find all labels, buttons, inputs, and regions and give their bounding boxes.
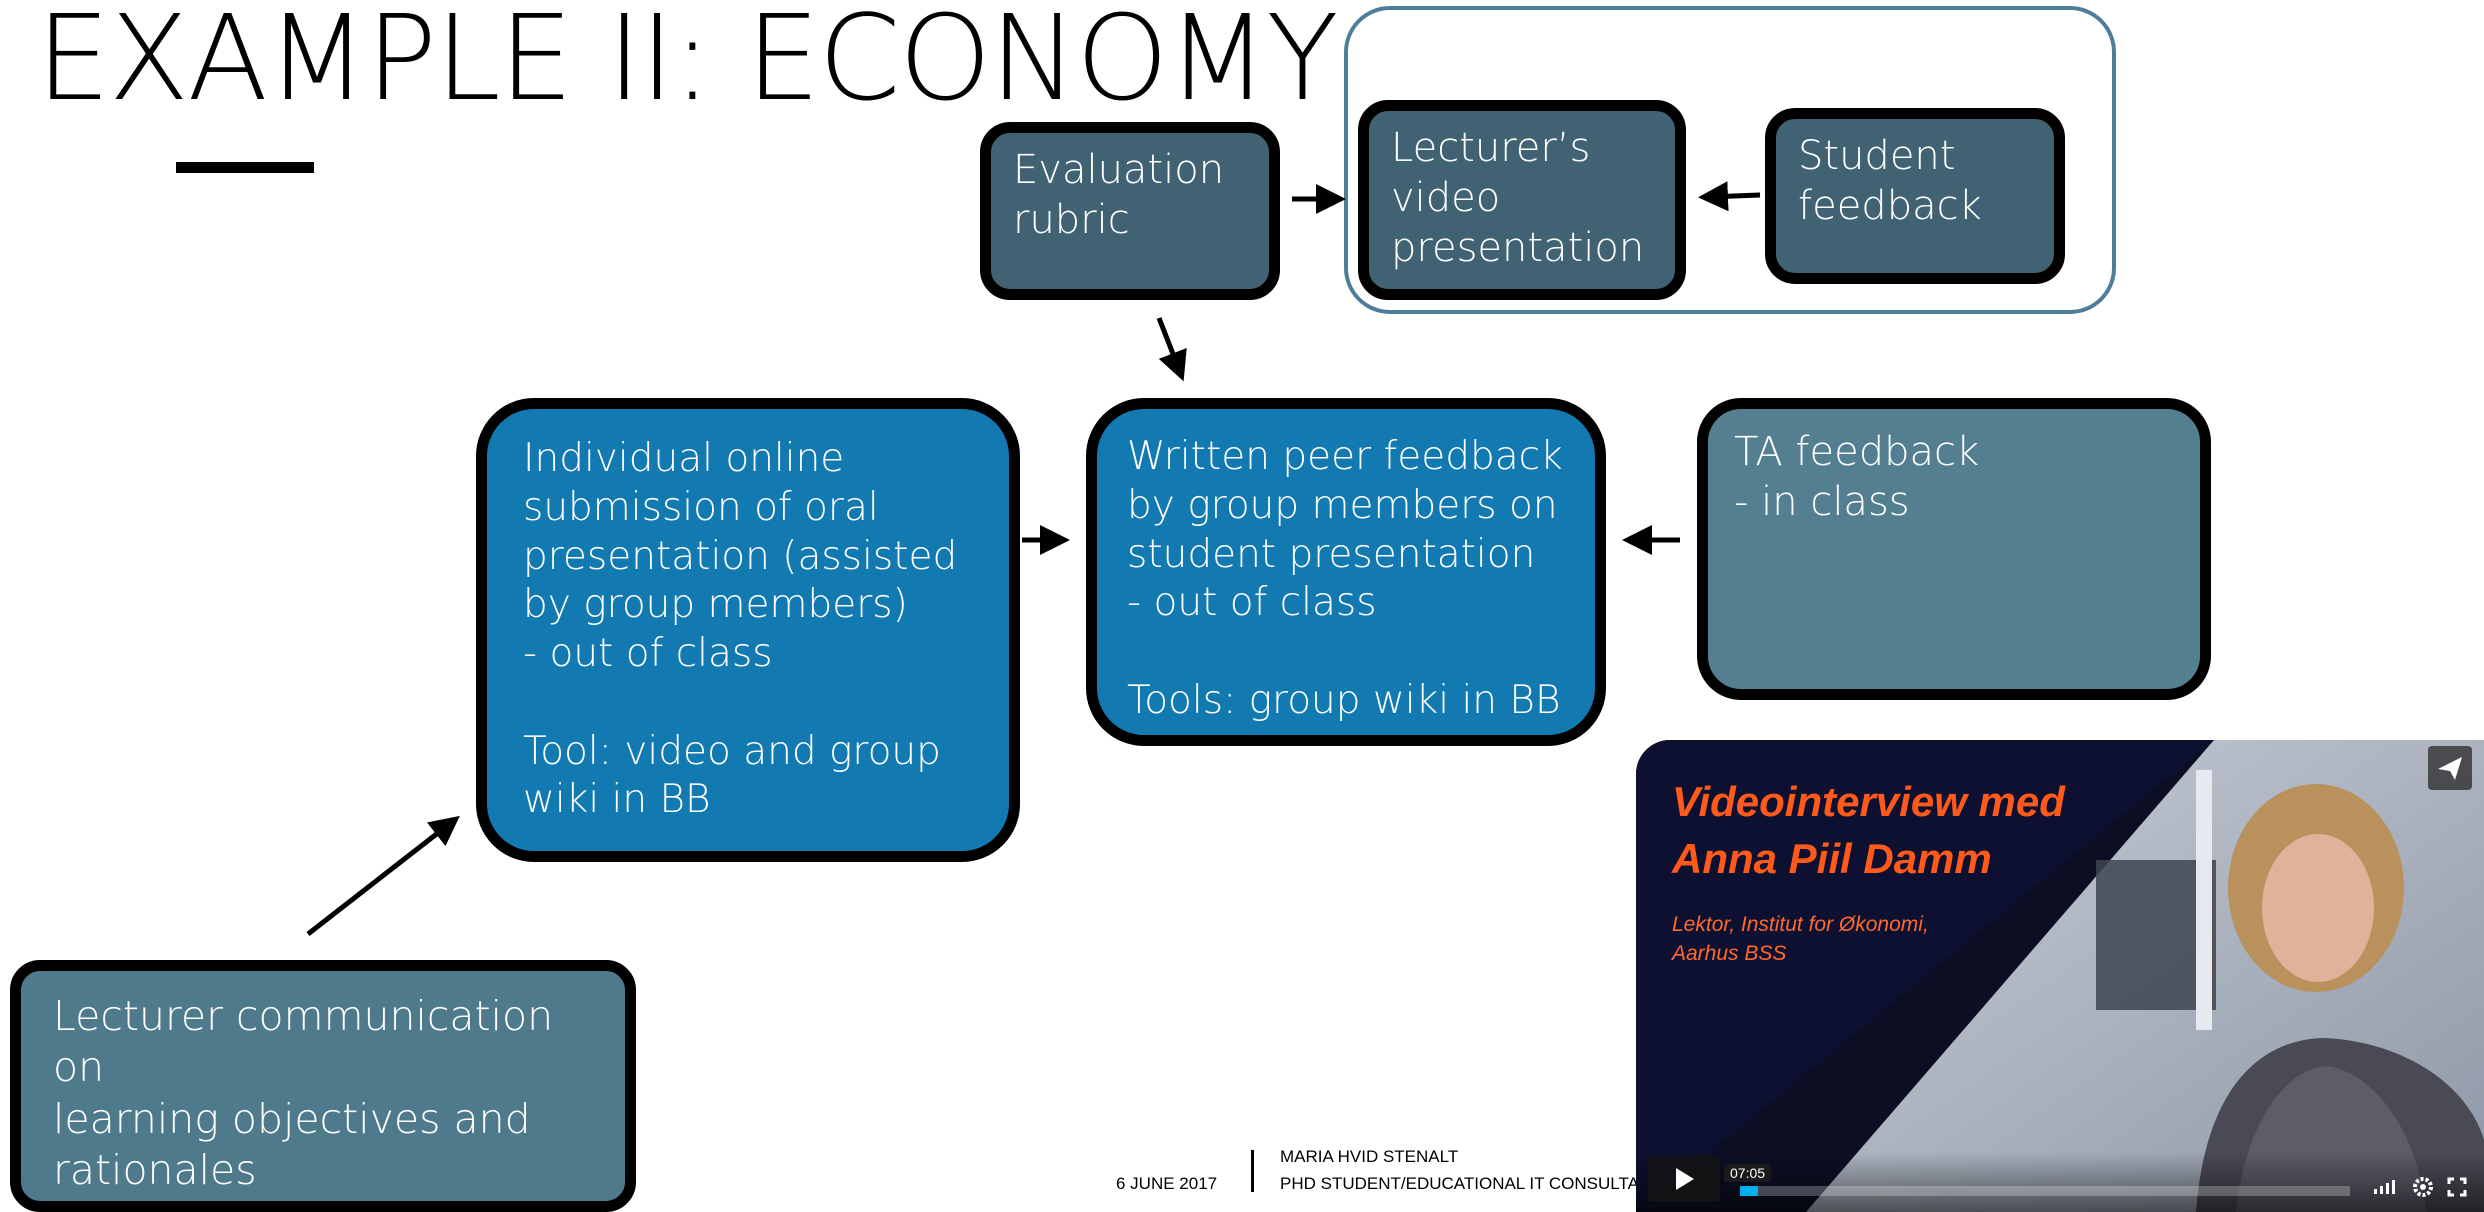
video-title: Videointerview med Anna Piil Damm <box>1672 778 2065 882</box>
share-button[interactable] <box>2428 746 2472 790</box>
feedback-group-frame <box>1344 6 2116 314</box>
title-underline <box>176 162 314 173</box>
video-subtitle: Lektor, Institut for Økonomi, Aarhus BSS <box>1672 913 1929 966</box>
video-player[interactable]: Videointerview med Anna Piil Damm Lektor… <box>1636 740 2484 1212</box>
evaluation-rubric-box: Evaluation rubric <box>980 122 1280 300</box>
arrow-student-to-lecturer <box>1698 181 1761 212</box>
fullscreen-icon[interactable] <box>2446 1176 2468 1198</box>
slide-title: EXAMPLE II: ECONOMY <box>36 0 1339 127</box>
volume-icon[interactable] <box>2372 1176 2402 1196</box>
student-feedback-box: Student feedback <box>1765 108 2065 284</box>
footer-separator <box>1251 1150 1254 1192</box>
footer-role: PHD STUDENT/EDUCATIONAL IT CONSULTA <box>1280 1174 1639 1193</box>
footer-date: 6 JUNE 2017 <box>1116 1174 1218 1193</box>
lecturer-communication-box: Lecturer communication on learning objec… <box>10 960 636 1212</box>
lecturer-video-box: Lecturer’s video presentation <box>1358 100 1686 300</box>
footer-name: MARIA HVID STENALT <box>1280 1147 1459 1166</box>
settings-icon[interactable] <box>2412 1176 2434 1198</box>
arrow-lecturer-comm-to-individual <box>306 815 460 936</box>
video-time: 07:05 <box>1724 1164 1772 1182</box>
arrow-rubric-to-written <box>1156 317 1187 382</box>
video-controls: 07:05 <box>1636 1152 2484 1212</box>
speaker-face <box>2262 834 2374 982</box>
written-peer-feedback-box: Written peer feedback by group members o… <box>1086 398 1606 746</box>
ta-feedback-box: TA feedback - in class <box>1697 398 2211 700</box>
progress-fill <box>1740 1186 1759 1196</box>
individual-submission-box: Individual online submission of oral pre… <box>476 398 1020 862</box>
share-icon <box>2438 757 2462 780</box>
progress-bar[interactable] <box>1740 1186 2350 1196</box>
play-button[interactable] <box>1648 1156 1720 1202</box>
play-icon <box>1676 1168 1694 1190</box>
